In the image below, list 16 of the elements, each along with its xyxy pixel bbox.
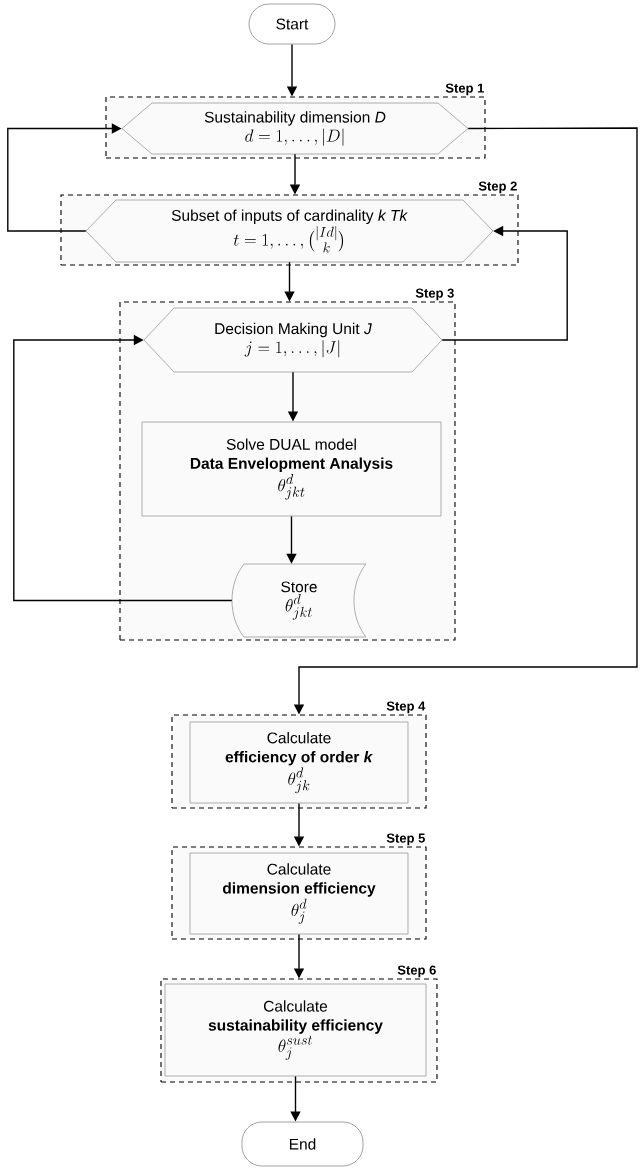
terminal-pill: Start: [248, 3, 336, 45]
loop-hexagon: Subset of inputs of cardinality k Tk $t = 1, \ldots, \tbinom{|Id|}{k}$: [85, 199, 494, 263]
step-label: Step 4: [386, 701, 426, 714]
loop-hexagon: Decision Making Unit J $j = 1, \ldots, |J|$: [143, 307, 443, 373]
loop-hexagon: Sustainability dimension D $d = 1, \ldots, |D|$: [121, 102, 469, 155]
process-box: Solve DUAL model Data Envelopment Analysis $\theta^{d}_{jkt}$: [141, 421, 442, 517]
step-label: Step 3: [415, 288, 454, 301]
process-box: Calculate sustainability efficiency $\theta^{sust}_{j}$: [164, 983, 427, 1077]
process-box: Calculate dimension efficiency $\theta^{d}_{j}$: [189, 852, 409, 935]
step-label: Step 1: [445, 83, 484, 96]
process-box: Calculate efficiency of order k $\theta^{d}_{jk}$: [189, 721, 409, 804]
arrow: [13, 334, 233, 602]
step-label: Step 2: [478, 181, 517, 194]
terminal-pill: End: [241, 1121, 364, 1167]
step-label: Step 6: [397, 965, 436, 978]
step-label: Step 5: [386, 833, 425, 846]
